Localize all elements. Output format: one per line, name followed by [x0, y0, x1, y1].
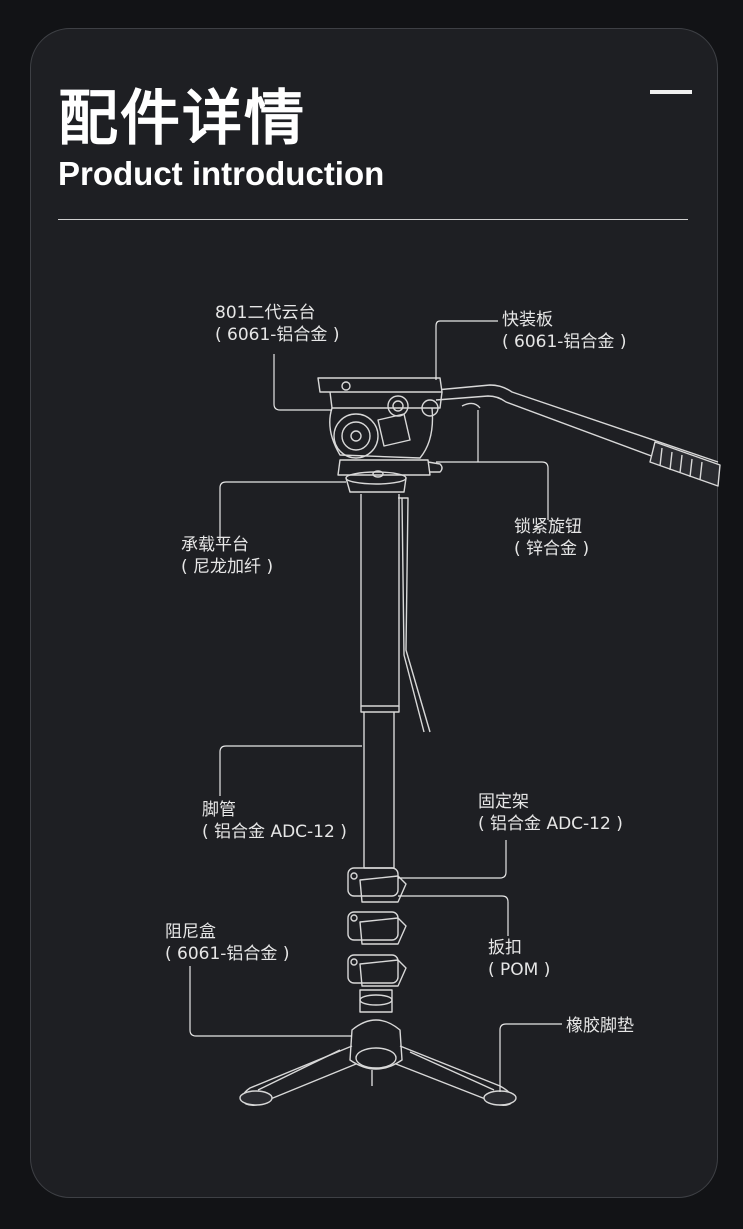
title-divider	[58, 219, 688, 220]
callout-lever-name: 扳扣	[488, 938, 522, 958]
callout-plate: 快装板 ( 6061-铝合金 )	[502, 309, 626, 353]
upper-tube	[360, 494, 431, 733]
callout-leg-tube-name: 脚管	[202, 800, 236, 820]
menu-dash-icon[interactable]	[650, 90, 692, 94]
leg-clamps	[347, 867, 407, 987]
callout-leg-tube-material: ( 铝合金 ADC-12 )	[202, 822, 347, 842]
callout-lever-material: ( POM )	[488, 960, 551, 980]
callout-bracket-material: ( 铝合金 ADC-12 )	[478, 814, 623, 834]
callout-head-material: ( 6061-铝合金 )	[215, 325, 340, 345]
callout-bracket-name: 固定架	[478, 792, 529, 812]
callout-plate-material: ( 6061-铝合金 )	[502, 332, 627, 352]
pan-handle	[435, 384, 721, 487]
callout-lever: 扳扣 ( POM )	[488, 937, 550, 981]
callout-foot-name: 橡胶脚垫	[566, 1016, 634, 1036]
callout-head-name: 801二代云台	[215, 303, 316, 323]
content-card	[30, 28, 718, 1198]
platform	[345, 470, 407, 493]
fluid-head	[317, 377, 481, 476]
callout-head: 801二代云台 ( 6061-铝合金 )	[215, 302, 339, 346]
callout-plate-name: 快装板	[502, 310, 553, 330]
lower-tube	[363, 712, 395, 869]
callout-damper-material: ( 6061-铝合金 )	[165, 944, 290, 964]
callout-damper-name: 阻尼盒	[165, 922, 216, 942]
leader-lines	[189, 320, 562, 1092]
callout-platform: 承载平台 ( 尼龙加纤 )	[181, 534, 273, 578]
callout-knob: 锁紧旋钮 ( 锌合金 )	[514, 516, 589, 560]
callout-bracket: 固定架 ( 铝合金 ADC-12 )	[478, 791, 623, 835]
callout-platform-name: 承载平台	[181, 535, 249, 555]
callout-leg-tube: 脚管 ( 铝合金 ADC-12 )	[202, 799, 347, 843]
damper-base	[239, 989, 517, 1107]
callout-damper: 阻尼盒 ( 6061-铝合金 )	[165, 921, 289, 965]
callout-knob-material: ( 锌合金 )	[514, 539, 590, 559]
page-subtitle: Product introduction	[58, 155, 385, 192]
callout-platform-material: ( 尼龙加纤 )	[181, 557, 274, 577]
callout-knob-name: 锁紧旋钮	[514, 517, 582, 537]
page-title: 配件详情	[58, 84, 306, 154]
callout-foot: 橡胶脚垫	[566, 1015, 634, 1037]
